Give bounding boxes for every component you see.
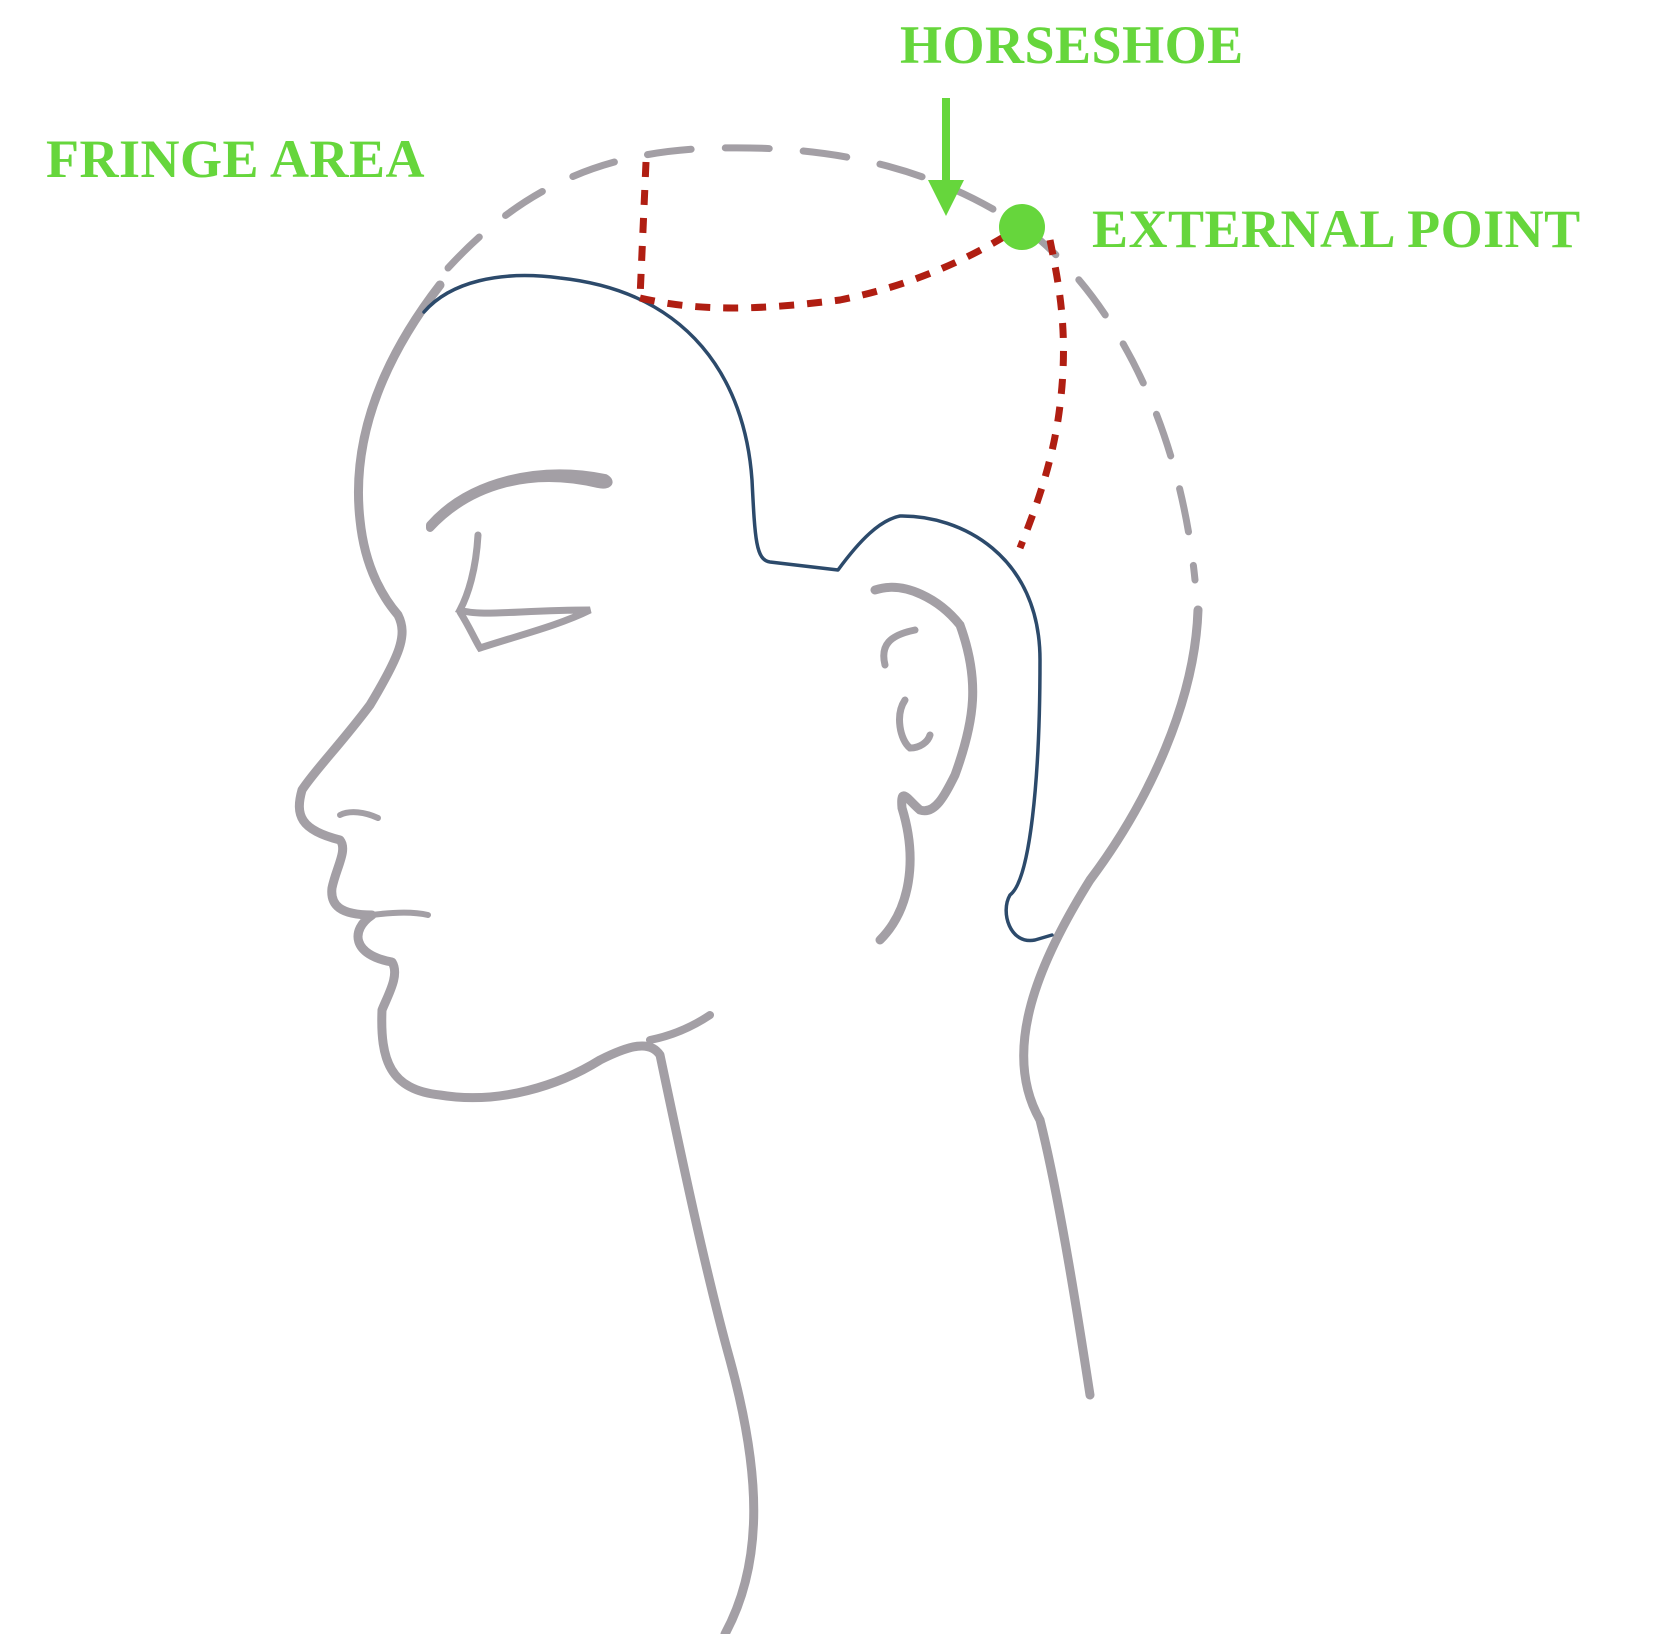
fringe-section-line [640, 162, 646, 298]
jawline [650, 1015, 710, 1040]
eye [460, 535, 590, 648]
head-shape-dashed-guide [448, 148, 1195, 580]
back-of-head-line [1024, 610, 1198, 1395]
face-profile-line [299, 285, 753, 1634]
nostril [340, 812, 378, 818]
eyebrow [430, 473, 609, 528]
external-point-marker [999, 204, 1045, 250]
horseshoe-arrow-head [928, 180, 964, 216]
horseshoe-label: HORSESHOE [900, 18, 1244, 72]
lips-line [372, 913, 428, 915]
ear-inner [884, 630, 930, 748]
hairline-outline [424, 276, 1052, 941]
side-section-line [1020, 240, 1063, 548]
horseshoe-section-line [640, 230, 1015, 308]
fringe-area-label: FRINGE AREA [46, 132, 425, 186]
external-point-label: EXTERNAL POINT [1092, 202, 1581, 256]
